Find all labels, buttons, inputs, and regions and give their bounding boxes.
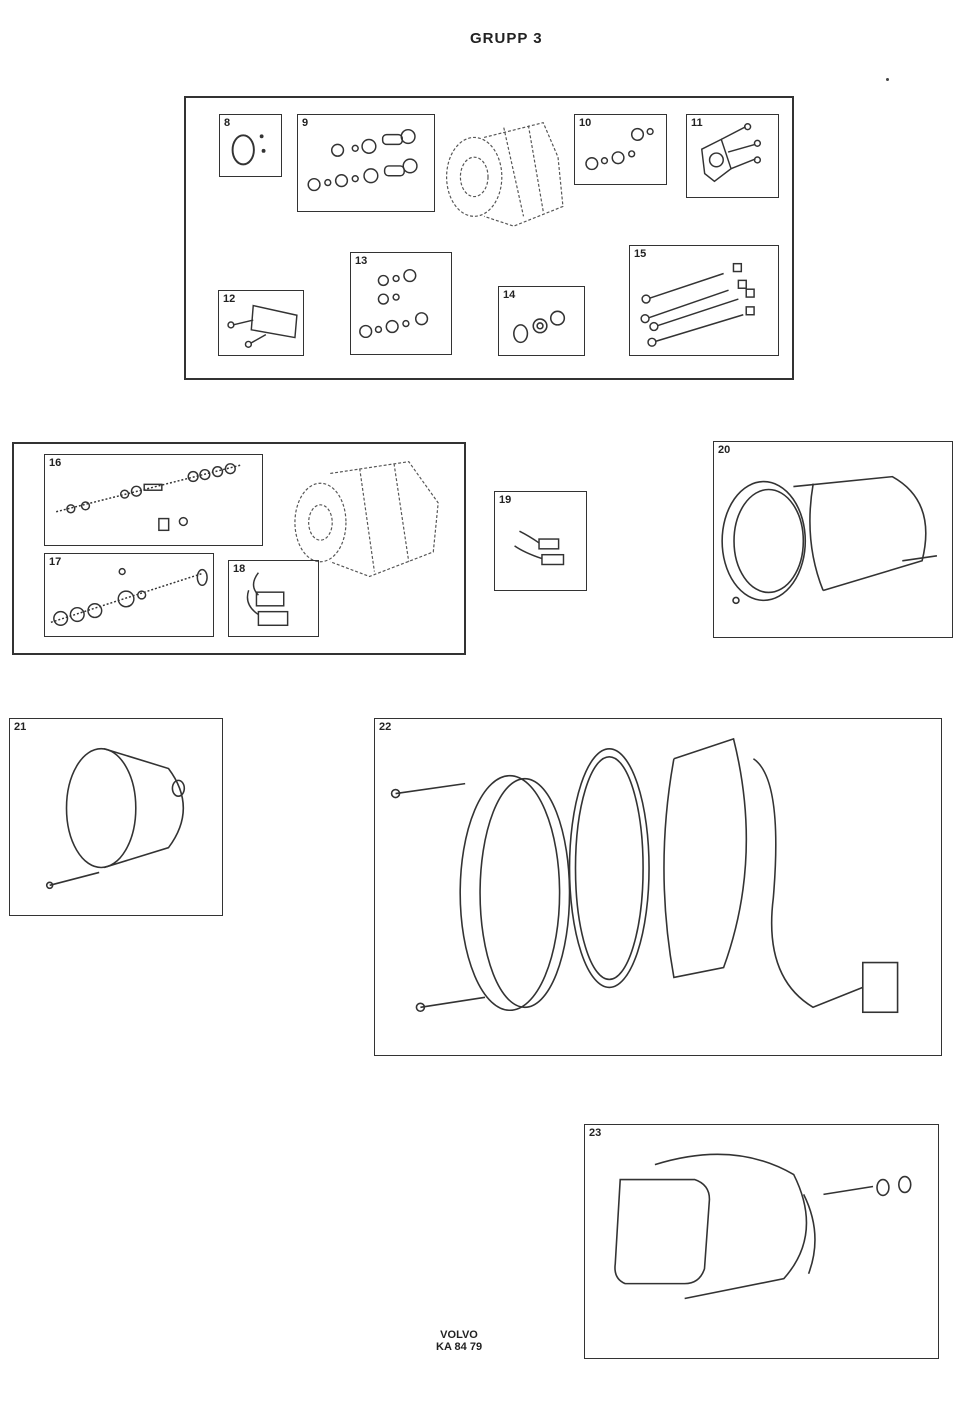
- alternator-parts-frame: [12, 442, 466, 655]
- panel-20: 20: [713, 441, 953, 638]
- alternator-kit-frame: [184, 96, 794, 380]
- panel-number: 12: [223, 293, 236, 305]
- terminal-hardware-icon: [55, 463, 243, 532]
- through-bolts-icon: [640, 262, 755, 347]
- panel-15: 15: [629, 245, 779, 356]
- mounting-plate-screws-icon: [700, 123, 762, 183]
- panel-number: 10: [579, 117, 592, 129]
- panel-number: 15: [634, 248, 647, 260]
- brand-label: VOLVO: [440, 1329, 478, 1341]
- panel-11: 11: [686, 114, 779, 198]
- scan-speck: [886, 78, 889, 81]
- pulley-hardware-icon: [50, 567, 208, 626]
- panel-16: 16: [44, 454, 263, 546]
- panel-13: 13: [350, 252, 452, 355]
- nuts-washers-bushings-icon: [307, 128, 418, 192]
- panel-10: 10: [574, 114, 667, 185]
- panel-number: 23: [589, 1127, 602, 1139]
- panel-14: 14: [498, 286, 585, 356]
- panel-18: 18: [228, 560, 319, 637]
- nuts-washers-icon: [585, 127, 654, 171]
- seal-ring-icon: [231, 134, 266, 166]
- marker-lamp-icon: [614, 1153, 912, 1300]
- tail-lamp-assembly-icon: [390, 737, 899, 1014]
- page-title: GRUPP 3: [470, 30, 543, 47]
- catalog-code: KA 84 79: [436, 1341, 483, 1353]
- panel-21: 21: [9, 718, 223, 916]
- alternator-outline-illustration: [294, 461, 439, 578]
- panel-number: 17: [49, 556, 62, 568]
- panel-number: 9: [302, 117, 309, 129]
- cover-plate-screws-icon: [227, 304, 298, 348]
- panel-19: 19: [494, 491, 587, 591]
- alternator-outline-illustration: [446, 121, 564, 227]
- panel-number: 8: [224, 117, 231, 129]
- panel-23: 23: [584, 1124, 939, 1359]
- panel-17: 17: [44, 553, 214, 637]
- panel-number: 18: [233, 563, 246, 575]
- nuts-washers-icon: [359, 268, 429, 339]
- panel-number: 21: [14, 721, 27, 733]
- headlamp-bowl-icon: [45, 747, 186, 890]
- headlamp-housing-icon: [721, 475, 938, 605]
- panel-number: 16: [49, 457, 62, 469]
- catalog-footer: VOLVO KA 84 79: [436, 1329, 482, 1353]
- panel-8: 8: [219, 114, 282, 177]
- panel-number: 19: [499, 494, 512, 506]
- panel-number: 20: [718, 444, 731, 456]
- panel-number: 11: [691, 117, 703, 129]
- panel-number: 22: [379, 721, 392, 733]
- panel-12: 12: [218, 290, 304, 356]
- brushes-icon: [514, 530, 565, 566]
- bushing-nut-icon: [513, 310, 566, 344]
- panel-number: 13: [355, 255, 368, 267]
- panel-number: 14: [503, 289, 516, 301]
- panel-9: 9: [297, 114, 435, 212]
- panel-22: 22: [374, 718, 942, 1056]
- brushes-icon: [246, 572, 289, 627]
